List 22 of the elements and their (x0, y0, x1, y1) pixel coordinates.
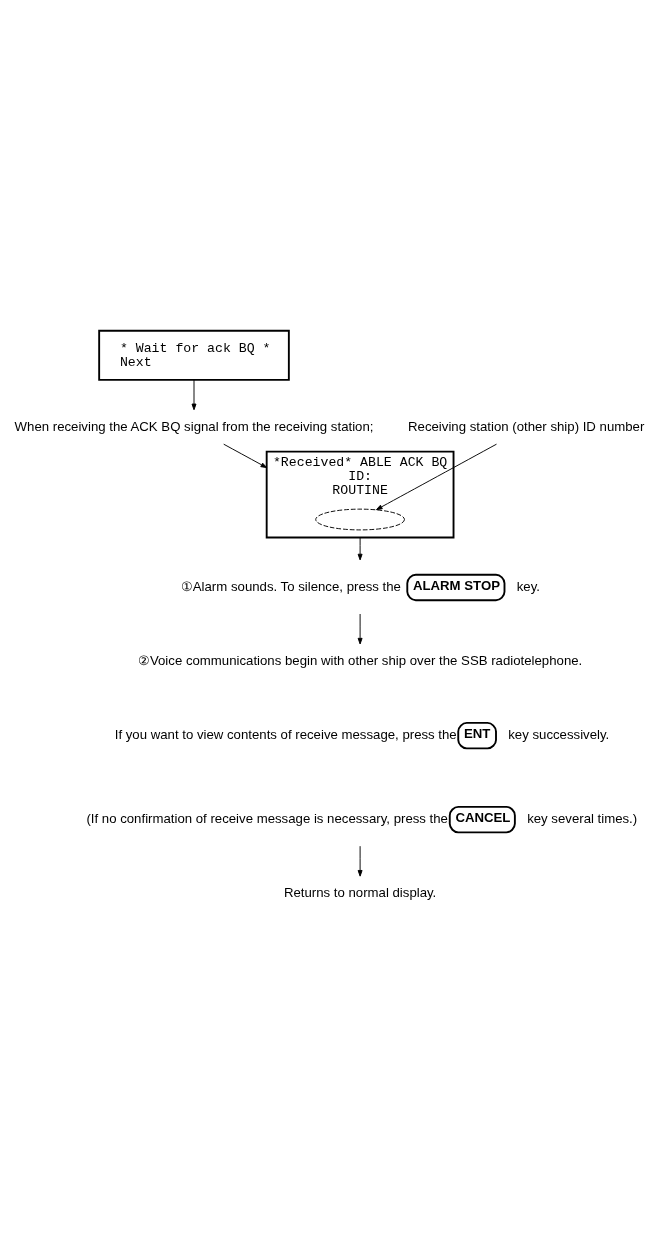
node-label: key. (516, 578, 540, 594)
node-box: ENT (457, 721, 497, 749)
node-label: ①Alarm sounds. To silence, press the (180, 578, 401, 594)
node-label: If you want to view contents of receive message, press the (114, 726, 457, 742)
node-text: Receiving station (other ship) ID number (408, 418, 645, 434)
node-box: * Wait for ack BQ * Next (98, 329, 290, 381)
arrow (357, 536, 363, 560)
node-box: ALARM STOP (406, 573, 506, 601)
node-text: Returns to normal display. (283, 884, 437, 900)
node-ellipse (315, 508, 405, 530)
arrow (191, 378, 197, 410)
node-label: (If no confirmation of receive message is necessary, press the (86, 810, 448, 826)
node-box: CANCEL (448, 805, 516, 833)
node-label: key successively. (508, 726, 610, 742)
arrow (375, 443, 497, 510)
arrow (357, 845, 363, 877)
cluster: *Received* ABLE ACK BQ ID: ROUTINE (265, 450, 455, 538)
arrow (223, 443, 268, 468)
node-label: key several times.) (527, 810, 638, 826)
node-text: ②Voice communications begin with other ship over the SSB radiotelephone. (137, 652, 583, 668)
node-text: When receiving the ACK BQ signal from the receiving station; (14, 418, 374, 434)
arrow (357, 613, 363, 644)
